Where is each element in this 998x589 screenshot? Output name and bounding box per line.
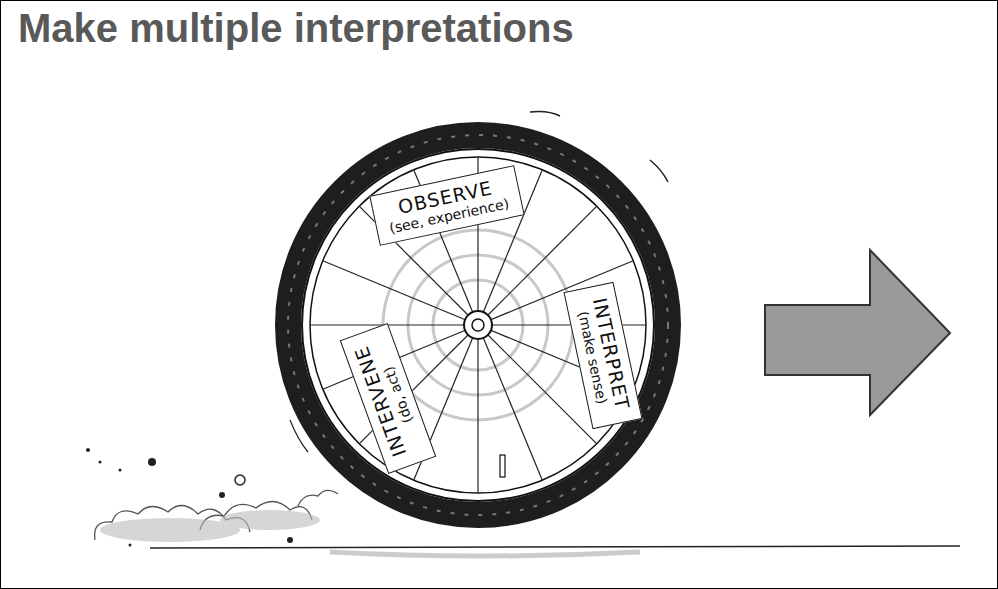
slide-title: Make multiple interpretations — [18, 6, 574, 51]
